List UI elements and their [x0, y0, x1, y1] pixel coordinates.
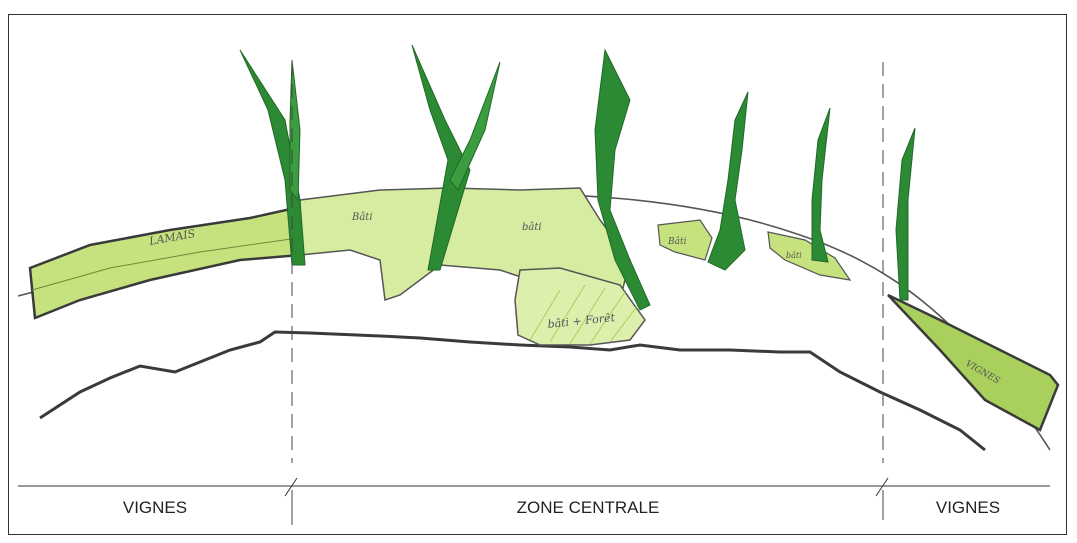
zone-label-central: ZONE CENTRALE [293, 494, 883, 522]
zone-label-right-vignes: VIGNES [884, 494, 1052, 522]
tree-4 [708, 92, 748, 270]
right-vignes-band: VIGNES [888, 295, 1058, 430]
tree-5 [812, 108, 830, 262]
left-lamais-band: LAMAIS [30, 208, 300, 318]
sketch-label-bati-3: Bâti [667, 236, 687, 247]
tree-2b [450, 62, 500, 190]
sketch-label-bati-1: Bâti [351, 212, 373, 223]
sketch-label-bati-2: bâti [522, 222, 542, 233]
lower-terrain-line [40, 332, 985, 450]
tree-6 [896, 128, 915, 300]
central-built-area: Bâti bâti bâti + Forêt [300, 188, 645, 345]
sketch-label-bati-4: bâti [786, 251, 802, 260]
zone-label-left-vignes: VIGNES [20, 494, 290, 522]
